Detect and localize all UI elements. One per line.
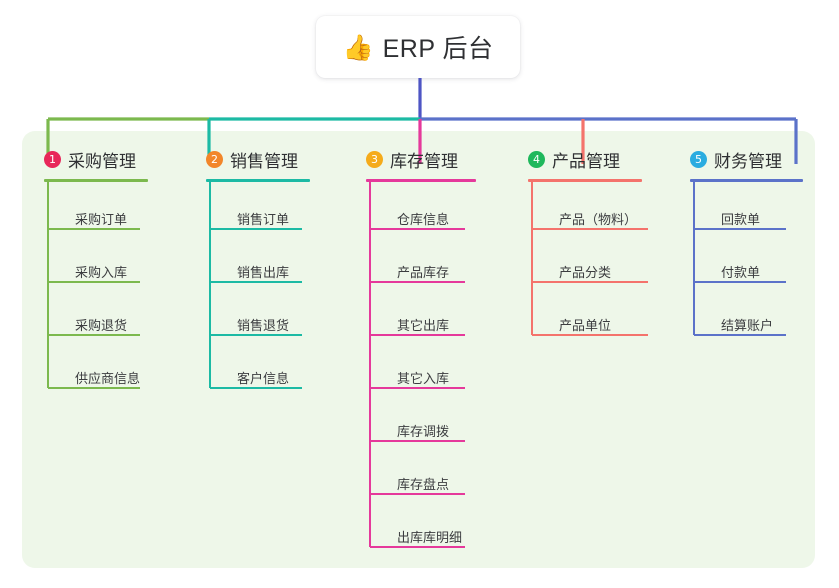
branch-number-badge: 5 [690, 150, 707, 168]
branch-header-3[interactable]: 3 库存管理 [366, 147, 476, 171]
leaf-item[interactable]: 产品单位 [559, 318, 612, 333]
leaf-item[interactable]: 出库库明细 [397, 530, 463, 545]
root-node[interactable]: 👍 ERP 后台 [316, 16, 520, 78]
branch-title: 采购管理 [68, 151, 136, 171]
leaf-item[interactable]: 采购订单 [75, 212, 128, 227]
leaf-item[interactable]: 其它出库 [397, 318, 450, 333]
branch-column-5: 5 财务管理 [690, 147, 803, 182]
leaf-item[interactable]: 销售订单 [237, 212, 290, 227]
branch-column-4: 4 产品管理 [528, 147, 642, 182]
leaf-item[interactable]: 其它入库 [397, 371, 450, 386]
leaf-item[interactable]: 供应商信息 [75, 371, 141, 386]
branch-header-2[interactable]: 2 销售管理 [206, 147, 310, 171]
branch-title: 财务管理 [714, 151, 782, 171]
branches-panel [22, 131, 815, 568]
leaf-item[interactable]: 结算账户 [721, 318, 774, 333]
leaf-item[interactable]: 采购入库 [75, 265, 128, 280]
branch-underline [206, 179, 310, 182]
branch-title: 库存管理 [390, 151, 458, 171]
thumbs-up-icon: 👍 [342, 32, 374, 62]
leaf-item[interactable]: 库存调拨 [397, 424, 450, 439]
branch-underline [528, 179, 642, 182]
leaf-item[interactable]: 产品（物料） [559, 212, 638, 227]
leaf-item[interactable]: 付款单 [721, 265, 761, 280]
leaf-item[interactable]: 销售出库 [237, 265, 290, 280]
branch-underline [690, 179, 803, 182]
branch-column-1: 1 采购管理 [44, 147, 148, 182]
root-title: ERP 后台 [382, 35, 494, 63]
branch-header-4[interactable]: 4 产品管理 [528, 147, 642, 171]
branch-number-badge: 2 [206, 150, 223, 168]
branch-number-badge: 1 [44, 150, 61, 168]
branch-header-5[interactable]: 5 财务管理 [690, 147, 803, 171]
branch-column-2: 2 销售管理 [206, 147, 310, 182]
branch-underline [44, 179, 148, 182]
leaf-item[interactable]: 销售退货 [237, 318, 290, 333]
branch-title: 产品管理 [552, 151, 620, 171]
leaf-item[interactable]: 产品分类 [559, 265, 612, 280]
branch-underline [366, 179, 476, 182]
branch-number-badge: 4 [528, 150, 545, 168]
leaf-item[interactable]: 库存盘点 [397, 477, 450, 492]
leaf-item[interactable]: 采购退货 [75, 318, 128, 333]
leaf-item[interactable]: 仓库信息 [397, 212, 450, 227]
leaf-item[interactable]: 回款单 [721, 212, 761, 227]
branch-column-3: 3 库存管理 [366, 147, 476, 182]
leaf-item[interactable]: 产品库存 [397, 265, 450, 280]
leaf-item[interactable]: 客户信息 [237, 371, 290, 386]
branch-number-badge: 3 [366, 150, 383, 168]
branch-header-1[interactable]: 1 采购管理 [44, 147, 148, 171]
branch-title: 销售管理 [230, 151, 298, 171]
